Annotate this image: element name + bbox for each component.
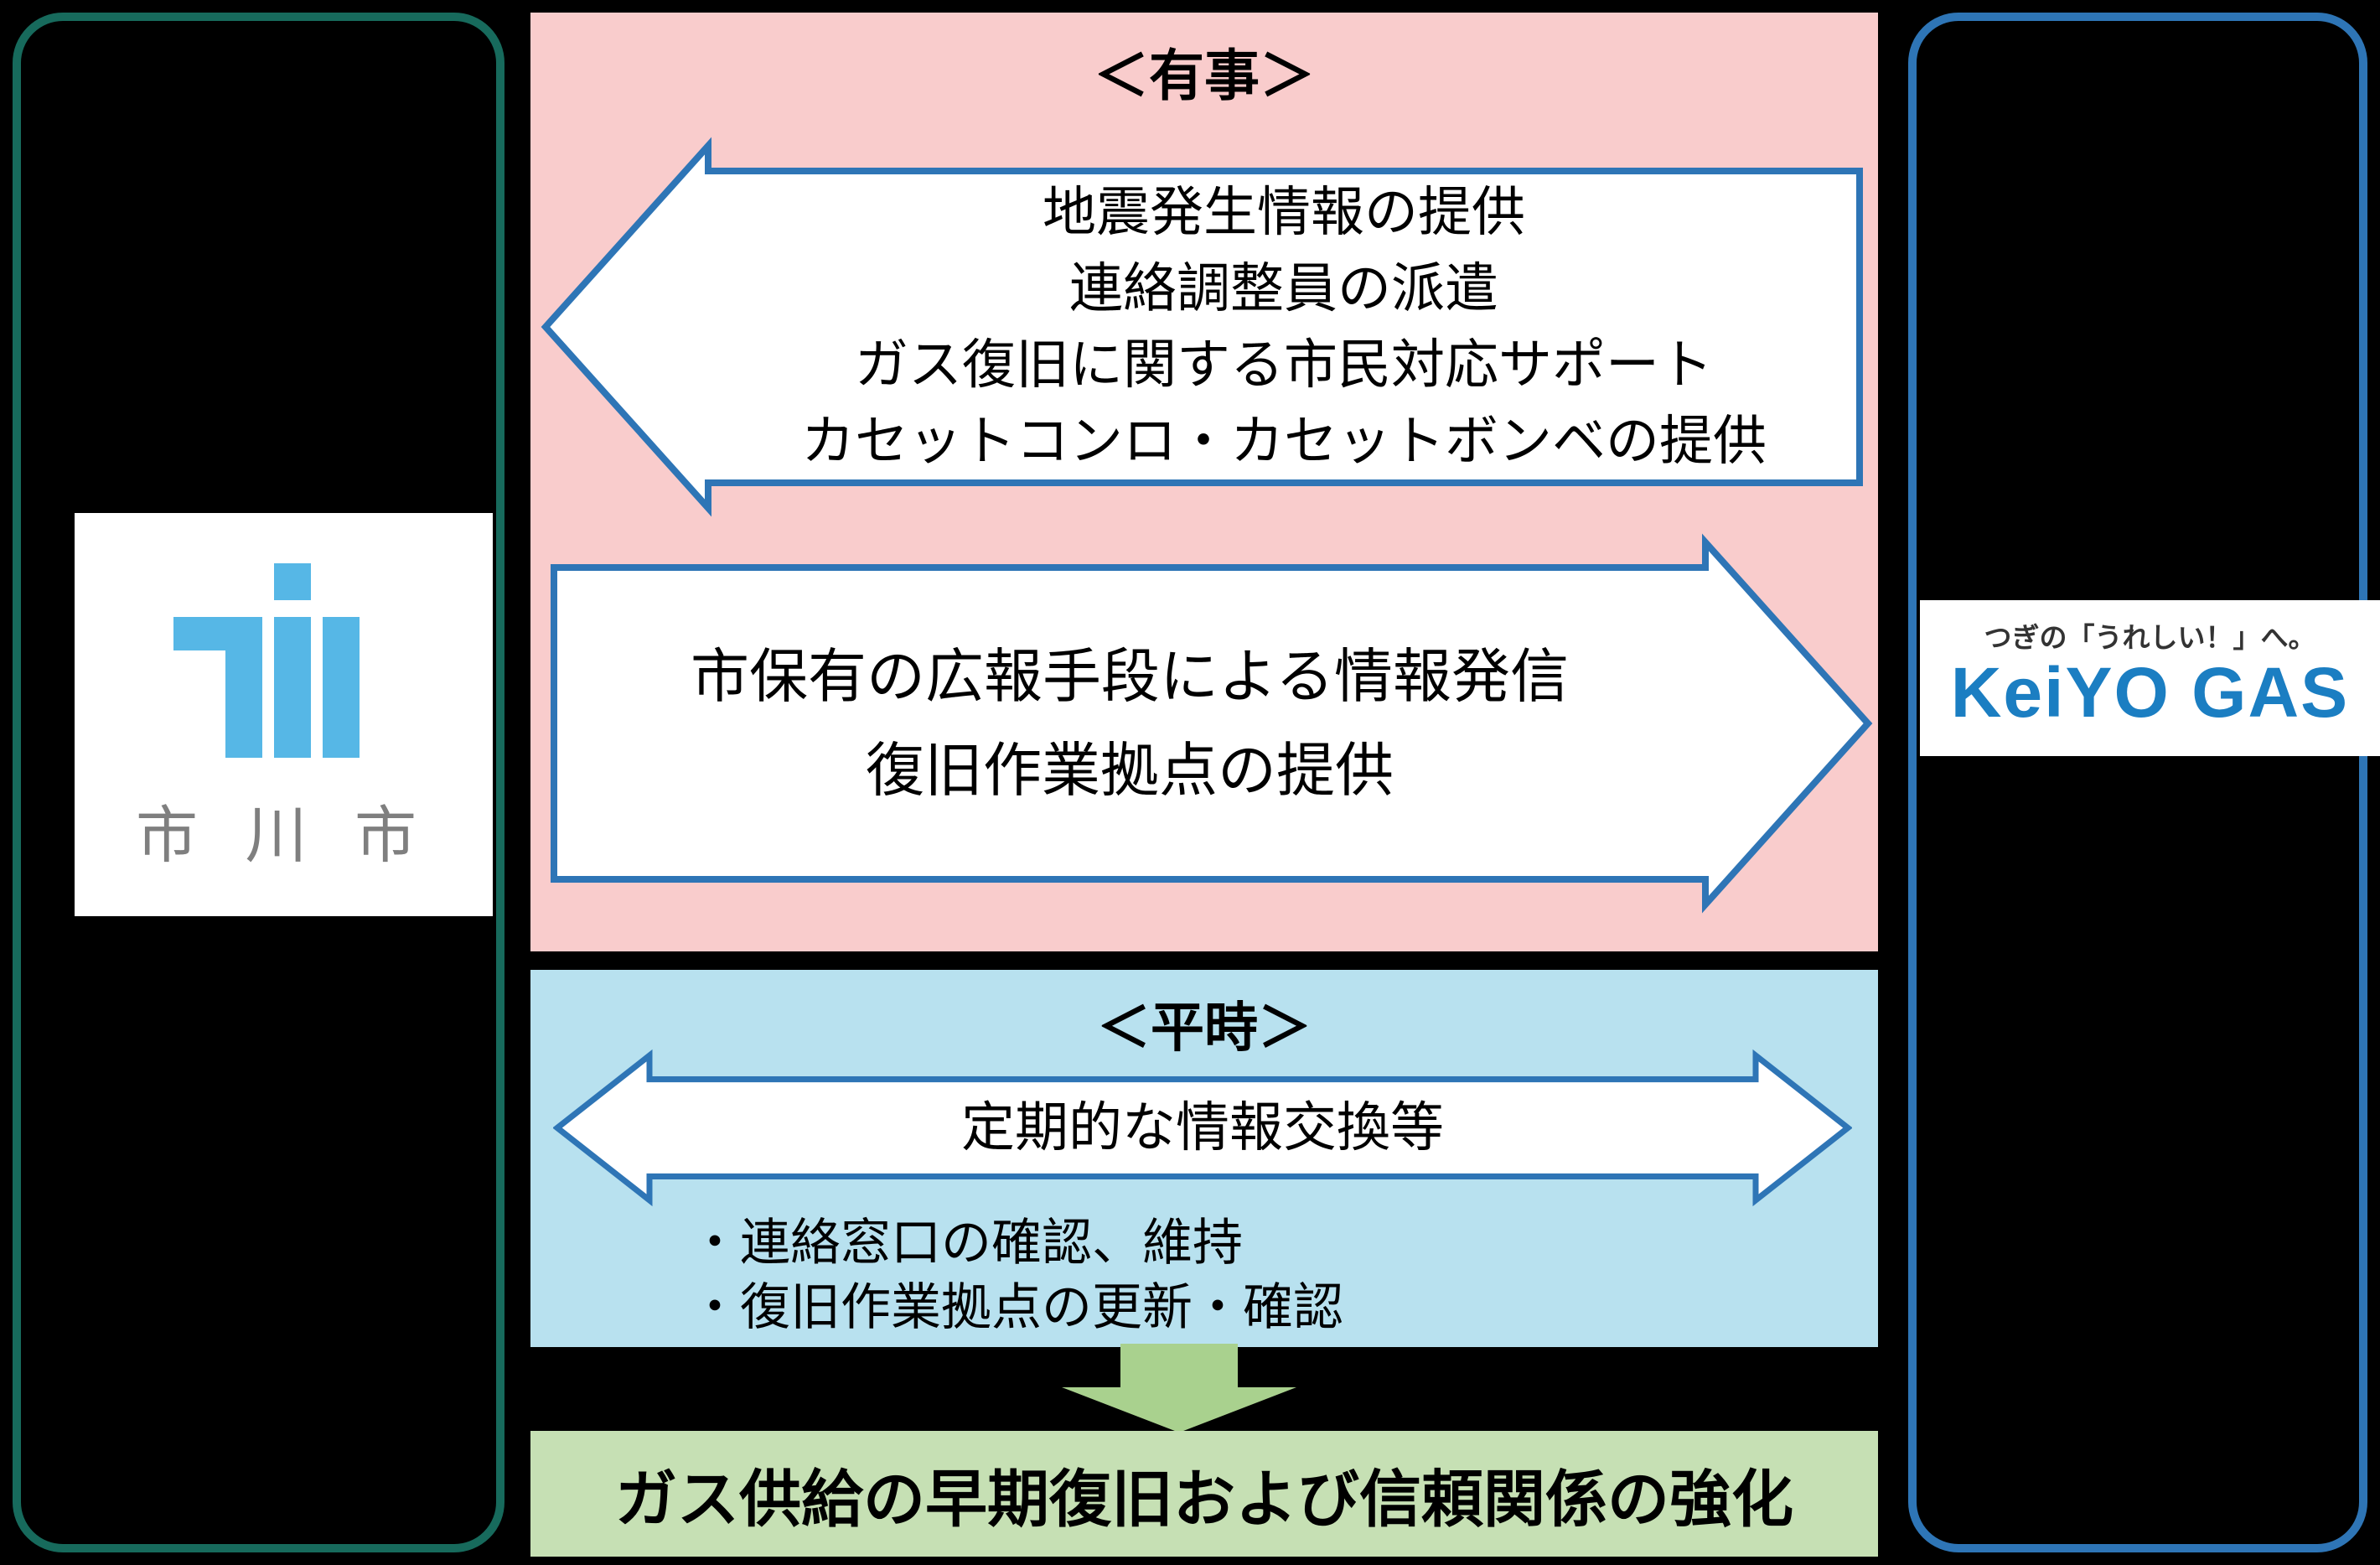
keiyo-gas-panel bbox=[1908, 13, 2367, 1552]
arrow-line: 連絡調整員の派遣 bbox=[1069, 258, 1498, 319]
bullet-item: ・復旧作業拠点の更新・確認 bbox=[690, 1278, 1343, 1335]
arrow-to-gas-text: 市保有の広報手段による情報発信 復旧作業拠点の提供 bbox=[554, 531, 1705, 916]
ichikawa-city-panel: 市 川 市 bbox=[13, 13, 504, 1552]
ichikawa-city-logo-mark-icon bbox=[167, 563, 418, 760]
logo-dot-shape bbox=[274, 563, 311, 600]
logo-middle-bar-shape bbox=[274, 617, 311, 758]
left-block-arrow-icon bbox=[541, 137, 1863, 517]
logo-left-bar-shape bbox=[225, 617, 262, 758]
arrow-line: ガス復旧に関する市民対応サポート bbox=[855, 334, 1713, 395]
bullet-item: ・連絡窓口の確認、維持 bbox=[690, 1215, 1243, 1271]
keiyo-gas-logo: つぎの「うれしい！」へ。 KeiYO GAS bbox=[1920, 600, 2380, 756]
emergency-section-title: ＜有事＞ bbox=[1094, 44, 1315, 106]
arrow-to-gas: 市保有の広報手段による情報発信 復旧作業拠点の提供 bbox=[549, 531, 1873, 916]
ichikawa-city-logo-text: 市 川 市 bbox=[135, 801, 432, 870]
information-exchange-arrow: 定期的な情報交換等 bbox=[553, 1047, 1852, 1209]
arrow-line: 定期的な情報交換等 bbox=[961, 1097, 1444, 1158]
arrow-line: 復旧作業拠点の提供 bbox=[866, 738, 1394, 803]
down-arrow-icon bbox=[1062, 1344, 1296, 1433]
normal-times-section: ＜平時＞ 定期的な情報交換等 ・連絡窓口の確認、維持 ・復旧作業拠点の更新・確認 bbox=[530, 970, 1878, 1347]
emergency-section: ＜有事＞ 地震発生情報の提供 連絡調整員の派遣 ガス復旧に関する市民対応サポート… bbox=[530, 13, 1878, 951]
arrow-line: 市保有の広報手段による情報発信 bbox=[691, 644, 1569, 709]
arrow-to-city-text: 地震発生情報の提供 連絡調整員の派遣 ガス復旧に関する市民対応サポート カセット… bbox=[708, 134, 1860, 520]
arrow-to-city: 地震発生情報の提供 連絡調整員の派遣 ガス復旧に関する市民対応サポート カセット… bbox=[541, 134, 1865, 520]
arrow-line: 地震発生情報の提供 bbox=[1043, 182, 1525, 243]
normal-section-title: ＜平時＞ bbox=[1097, 998, 1312, 1058]
arrow-line: カセットコンロ・カセットボンベの提供 bbox=[801, 410, 1767, 471]
normal-section-bullets: ・連絡窓口の確認、維持 ・復旧作業拠点の更新・確認 bbox=[690, 1211, 1343, 1340]
keiyo-gas-tagline: つぎの「うれしい！」へ。 bbox=[1984, 622, 2316, 653]
double-headed-arrow-icon bbox=[553, 1049, 1852, 1207]
information-exchange-label: 定期的な情報交換等 bbox=[649, 1047, 1756, 1209]
outcome-label: ガス供給の早期復旧および信頼関係の強化 bbox=[615, 1464, 1793, 1534]
outcome-banner: ガス供給の早期復旧および信頼関係の強化 bbox=[530, 1431, 1878, 1557]
right-block-arrow-icon bbox=[551, 533, 1873, 914]
logo-right-bar-shape bbox=[323, 617, 360, 758]
keiyo-gas-logo-text: KeiYO GAS bbox=[1950, 653, 2350, 732]
ichikawa-city-logo: 市 川 市 bbox=[75, 513, 493, 916]
